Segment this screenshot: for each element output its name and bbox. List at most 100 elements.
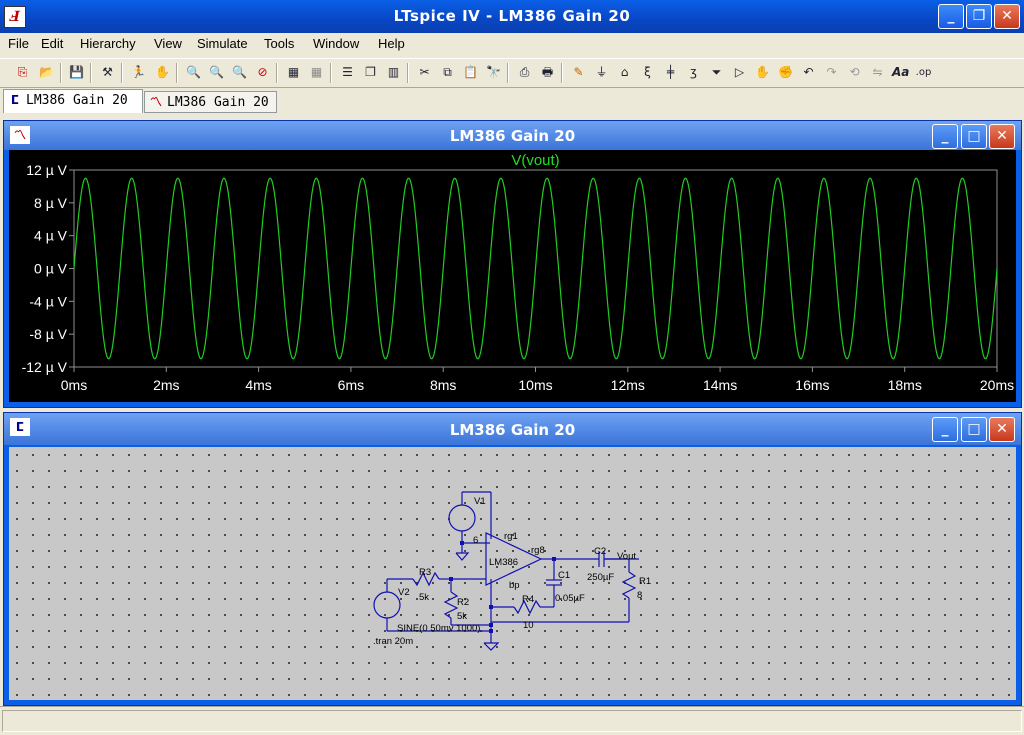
resistor-icon[interactable]: ξ	[644, 65, 651, 79]
r2-value[interactable]: 5k	[457, 611, 467, 622]
mirror-icon[interactable]: ⇋	[872, 65, 883, 79]
control-panel-icon[interactable]: ⚒	[102, 65, 113, 79]
r4-value[interactable]: 10	[523, 620, 534, 631]
copy-icon[interactable]: ⧉	[443, 65, 452, 79]
minimize-button[interactable]: _	[938, 4, 964, 29]
print-setup-icon[interactable]: ⎙	[519, 65, 530, 79]
r1-label[interactable]: R1	[639, 576, 651, 587]
circuit-drawing[interactable]: V1 6 rg1 rg8 LM386 bp C2 250µF Vout R1 8…	[9, 447, 1016, 700]
menu-bar: File Edit Hierarchy View Simulate Tools …	[0, 33, 1024, 55]
menu-view[interactable]: View	[154, 36, 182, 51]
v2-value[interactable]: SINE(0 50mv 1000)	[397, 623, 480, 634]
rg8-label[interactable]: rg8	[531, 545, 545, 556]
label-net-icon[interactable]: ⌂	[620, 65, 629, 79]
zoom-in-icon[interactable]: 🔍	[186, 65, 201, 79]
ltspice-logo-icon[interactable]: Ⅎ	[4, 6, 26, 28]
junction-dots	[449, 541, 556, 633]
menu-help[interactable]: Help	[378, 36, 405, 51]
menu-hierarchy[interactable]: Hierarchy	[80, 36, 136, 51]
waveform-icon: 〽	[10, 126, 30, 144]
zoom-cancel-icon[interactable]: ⊘	[257, 65, 268, 79]
zoom-out-icon[interactable]: 🔍	[232, 65, 247, 79]
schematic-minimize-button[interactable]: _	[932, 417, 958, 442]
tile-vertical-icon[interactable]: ▥	[387, 65, 400, 79]
v1-label[interactable]: V1	[474, 496, 486, 507]
schematic-maximize-button[interactable]: □	[961, 417, 987, 442]
undo-icon[interactable]: ↶	[803, 65, 814, 79]
autorange-icon[interactable]: ▦	[287, 65, 300, 79]
plot-minimize-button[interactable]: _	[932, 124, 958, 149]
inductor-icon[interactable]: ʒ	[690, 65, 697, 79]
move-icon[interactable]: ✋	[755, 65, 770, 79]
lm386-label[interactable]: LM386	[489, 557, 518, 568]
status-bar	[0, 706, 1024, 735]
cascade-icon[interactable]: ❐	[365, 65, 376, 79]
y-tick-label: -12 µ V	[22, 359, 68, 375]
r1-resistor-symbol	[621, 571, 637, 599]
c1-label[interactable]: C1	[558, 570, 570, 581]
menu-tools[interactable]: Tools	[264, 36, 295, 51]
tile-horizontal-icon[interactable]: ☰	[342, 65, 353, 79]
paste-icon[interactable]: 📋	[463, 65, 478, 79]
x-tick-label: 4ms	[245, 377, 271, 393]
schematic-close-button[interactable]: ✕	[989, 417, 1015, 442]
y-tick-label: -4 µ V	[29, 293, 67, 309]
tran-directive[interactable]: .tran 20m	[373, 636, 413, 647]
plot-window-title-bar[interactable]: 〽 LM386 Gain 20 _ □ ✕	[4, 121, 1021, 150]
tab-label: LM386 Gain 20	[167, 95, 269, 110]
r2-label[interactable]: R2	[457, 597, 469, 608]
component-icon[interactable]: ▷	[734, 65, 745, 79]
wire-icon[interactable]: ✎	[573, 65, 584, 79]
save-icon[interactable]: 💾	[69, 65, 84, 79]
open-icon[interactable]: 📂	[39, 65, 54, 79]
menu-window[interactable]: Window	[313, 36, 360, 51]
document-tabs: ⵎ LM386 Gain 20 〽 LM386 Gain 20	[0, 89, 1024, 115]
schematic-canvas[interactable]: V1 6 rg1 rg8 LM386 bp C2 250µF Vout R1 8…	[9, 447, 1016, 700]
plot-window-title: LM386 Gain 20	[449, 127, 576, 145]
run-icon[interactable]: 🏃	[131, 65, 146, 79]
close-button[interactable]: ✕	[994, 4, 1020, 29]
maximize-button[interactable]: ❐	[966, 4, 992, 29]
new-schematic-icon[interactable]: ⎘	[17, 65, 28, 79]
tab-waveform[interactable]: 〽 LM386 Gain 20	[144, 91, 277, 113]
c1-value[interactable]: 0.05µF	[555, 593, 585, 604]
bp-label[interactable]: bp	[509, 580, 520, 591]
waveform-icon: 〽	[149, 95, 162, 109]
r3-label[interactable]: R3	[419, 567, 431, 578]
v2-label[interactable]: V2	[398, 587, 410, 598]
plot-maximize-button[interactable]: □	[961, 124, 987, 149]
ground-icon[interactable]: ⏚	[595, 65, 608, 79]
plot-close-button[interactable]: ✕	[989, 124, 1015, 149]
spice-directive-icon[interactable]: .op	[915, 67, 932, 78]
pan-icon[interactable]: 🔍	[209, 65, 224, 79]
text-icon[interactable]: Aa	[892, 65, 910, 79]
menu-edit[interactable]: Edit	[41, 36, 64, 51]
diode-icon[interactable]: ⏷	[711, 65, 722, 79]
c2-label[interactable]: C2	[594, 546, 606, 557]
r1-value[interactable]: 8	[637, 590, 642, 601]
menu-simulate[interactable]: Simulate	[197, 36, 248, 51]
r4-label[interactable]: R4	[522, 594, 534, 605]
capacitor-icon[interactable]: ╪	[666, 65, 675, 79]
find-icon[interactable]: 🔭	[486, 65, 501, 79]
r3-value[interactable]: 5k	[419, 592, 429, 603]
tab-schematic[interactable]: ⵎ LM386 Gain 20	[3, 89, 143, 113]
redo-icon[interactable]: ↷	[826, 65, 837, 79]
halt-icon[interactable]: ✋	[155, 65, 170, 79]
schematic-icon: ⵎ	[10, 93, 20, 107]
main-title-bar[interactable]: Ⅎ LTspice IV - LM386 Gain 20 _ ❐ ✕	[0, 0, 1024, 33]
schematic-window-title-bar[interactable]: ⵎ LM386 Gain 20 _ □ ✕	[4, 413, 1021, 445]
rg1-label[interactable]: rg1	[504, 531, 518, 542]
menu-file[interactable]: File	[8, 36, 29, 51]
rotate-icon[interactable]: ⟲	[849, 65, 860, 79]
print-icon[interactable]: 🖶	[541, 65, 554, 79]
cut-icon[interactable]: ✂	[419, 65, 430, 79]
waveform-chart[interactable]: V(vout) 12 µ V8 µ V4 µ V0 µ V-4 µ V-8 µ …	[9, 150, 1016, 402]
drag-icon[interactable]: ✊	[778, 65, 793, 79]
grid-icon[interactable]: ▦	[310, 65, 323, 79]
vout-label[interactable]: Vout	[617, 551, 636, 562]
c2-value[interactable]: 250µF	[587, 572, 614, 583]
v1-value[interactable]: 6	[473, 535, 478, 546]
